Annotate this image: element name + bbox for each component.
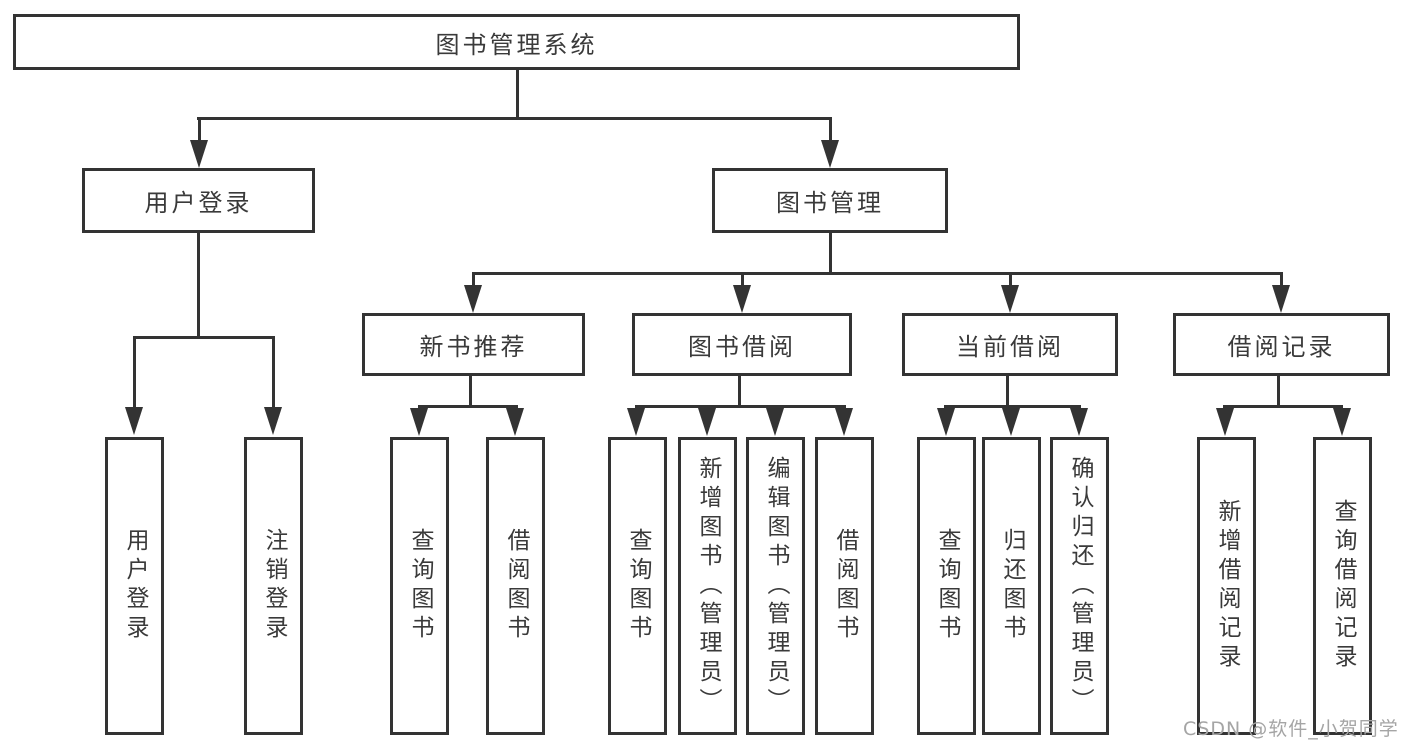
connector-root-split [197, 117, 832, 120]
connector-borrow-split [635, 405, 846, 408]
leaf-user-login-label: 用户登录 [122, 528, 148, 644]
leaf-query-books-2: 查询图书 [608, 437, 667, 735]
leaf-confirm-return-admin-label: 确认归还（管理员） [1067, 455, 1093, 717]
leaf-query-books-1-label: 查询图书 [407, 528, 433, 644]
node-current-borrow: 当前借阅 [902, 313, 1118, 376]
arrowhead-icon [698, 408, 716, 436]
leaf-confirm-return-admin: 确认归还（管理员） [1050, 437, 1109, 735]
connector-lvl2-drop [1008, 274, 1012, 287]
arrowhead-icon [1002, 408, 1020, 436]
arrowhead-icon [264, 407, 282, 435]
leaf-query-books-3-label: 查询图书 [934, 528, 960, 644]
connector-borrow-stem [737, 373, 741, 408]
leaf-edit-books-admin-label: 编辑图书（管理员） [763, 455, 789, 717]
leaf-borrow-books-1-label: 借阅图书 [503, 528, 529, 644]
leaf-query-borrow-record-label: 查询借阅记录 [1330, 499, 1356, 673]
leaf-add-books-admin: 新增图书（管理员） [678, 437, 737, 735]
node-book-management-label: 图书管理 [776, 189, 884, 217]
arrowhead-icon [821, 140, 839, 168]
node-root-label: 图书管理系统 [435, 30, 598, 59]
connector-records-stem [1277, 373, 1280, 408]
connector-book-stem [828, 233, 832, 275]
arrowhead-icon [1272, 285, 1290, 313]
arrowhead-icon [627, 408, 645, 436]
arrowhead-icon [937, 408, 955, 436]
node-book-borrow: 图书借阅 [632, 313, 852, 376]
leaf-query-books-2-label: 查询图书 [625, 528, 651, 644]
leaf-query-books-1: 查询图书 [390, 437, 449, 735]
leaf-borrow-books-2-label: 借阅图书 [832, 528, 858, 644]
arrowhead-icon [733, 285, 751, 313]
arrowhead-icon [766, 408, 784, 436]
connector-recommend-split [418, 405, 518, 408]
node-user-login: 用户登录 [82, 168, 315, 233]
connector-recommend-stem [469, 373, 472, 408]
leaf-user-login: 用户登录 [105, 437, 164, 735]
connector-user-split [132, 336, 275, 339]
leaf-query-borrow-record: 查询借阅记录 [1313, 437, 1372, 735]
connector-lvl2-drop [471, 274, 475, 287]
connector-lvl2-drop [1279, 274, 1283, 287]
leaf-logout-label: 注销登录 [261, 528, 287, 644]
leaf-add-borrow-record: 新增借阅记录 [1197, 437, 1256, 735]
node-new-book-recommend-label: 新书推荐 [419, 333, 528, 361]
arrowhead-icon [1001, 285, 1019, 313]
leaf-borrow-books-2: 借阅图书 [815, 437, 874, 735]
arrowhead-icon [1070, 408, 1088, 436]
connector-book-split [471, 272, 1283, 275]
connector-root-stem [516, 67, 519, 120]
node-borrow-records-label: 借阅记录 [1227, 333, 1336, 361]
leaf-return-books-label: 归还图书 [999, 528, 1025, 644]
arrowhead-icon [410, 408, 428, 436]
node-user-login-label: 用户登录 [144, 189, 253, 217]
connector-book-drop [828, 120, 832, 144]
connector-records-split [1223, 405, 1343, 408]
node-new-book-recommend: 新书推荐 [362, 313, 585, 376]
arrowhead-icon [1333, 408, 1351, 436]
arrowhead-icon [464, 285, 482, 313]
connector-user-leaf-drop [271, 338, 275, 408]
leaf-edit-books-admin: 编辑图书（管理员） [746, 437, 805, 735]
arrowhead-icon [835, 408, 853, 436]
arrowhead-icon [506, 408, 524, 436]
arrowhead-icon [1216, 408, 1234, 436]
node-book-management: 图书管理 [712, 168, 948, 233]
leaf-add-books-admin-label: 新增图书（管理员） [695, 455, 721, 717]
arrowhead-icon [190, 140, 208, 168]
connector-current-split [944, 405, 1081, 408]
connector-user-leaf-drop [132, 338, 136, 408]
connector-current-stem [1005, 373, 1009, 408]
leaf-borrow-books-1: 借阅图书 [486, 437, 545, 735]
node-current-borrow-label: 当前借阅 [956, 333, 1064, 361]
connector-lvl2-drop [740, 274, 744, 287]
node-root: 图书管理系统 [13, 14, 1020, 70]
csdn-watermark: CSDN @软件_小贺同学 [1183, 718, 1399, 740]
leaf-add-borrow-record-label: 新增借阅记录 [1214, 499, 1240, 673]
leaf-logout: 注销登录 [244, 437, 303, 735]
connector-user-drop [197, 120, 201, 144]
connector-user-stem [197, 233, 200, 339]
node-borrow-records: 借阅记录 [1173, 313, 1390, 376]
node-book-borrow-label: 图书借阅 [688, 333, 796, 361]
arrowhead-icon [125, 407, 143, 435]
leaf-return-books: 归还图书 [982, 437, 1041, 735]
leaf-query-books-3: 查询图书 [917, 437, 976, 735]
